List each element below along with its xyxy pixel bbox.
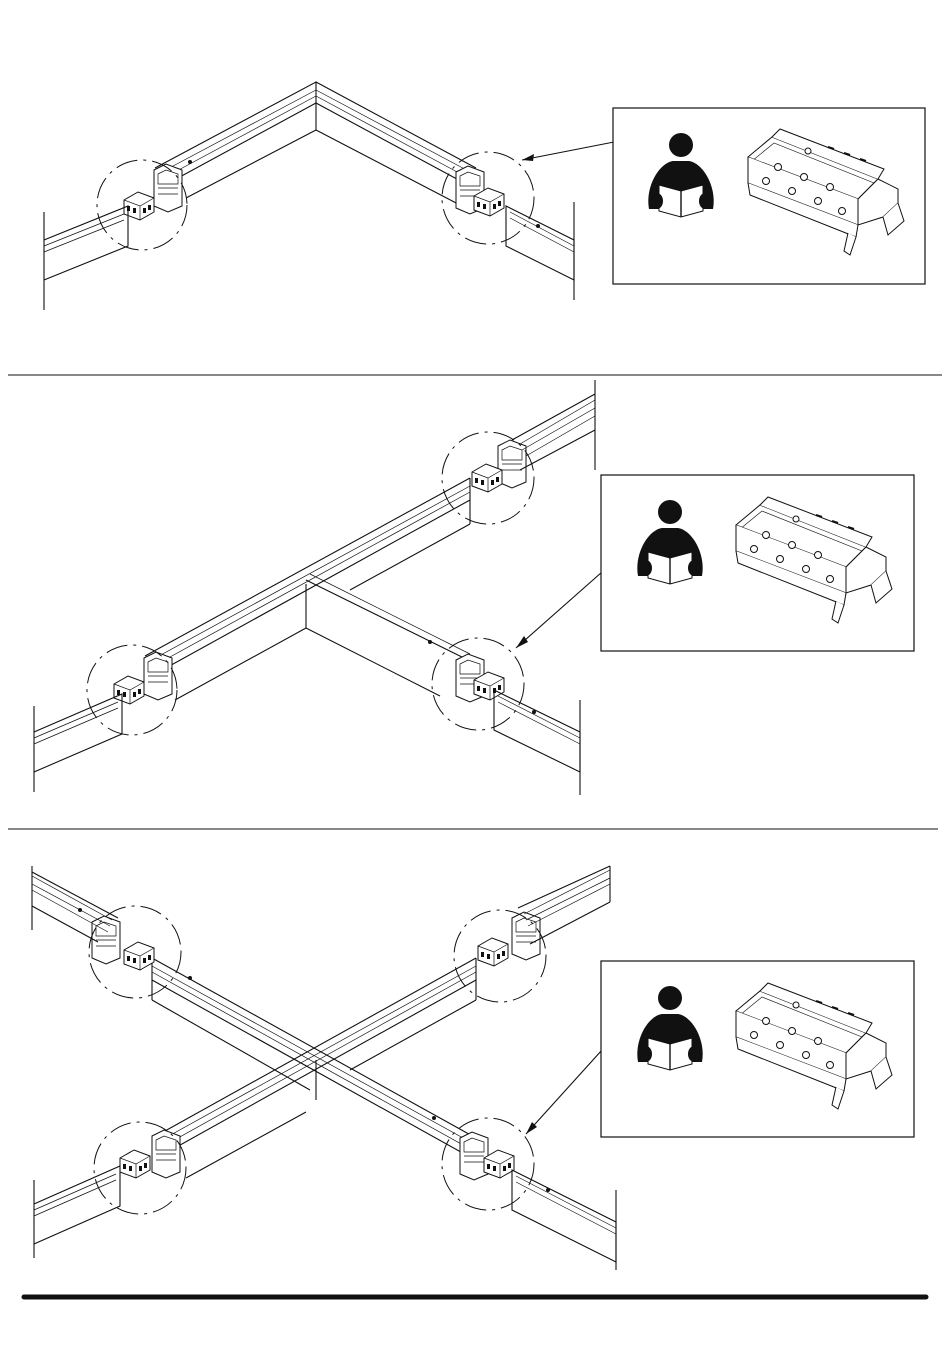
end-cap-upper-right [512,912,540,960]
connector-piece-upper-left [124,942,154,970]
panel-cross-joint [32,866,914,1270]
end-cap-upper-left [92,916,120,964]
end-cap-lower-right [460,1132,488,1180]
end-cap-left [154,164,182,212]
panel-t-joint [34,380,914,795]
end-cap-lower-left [144,652,172,700]
panel-corner-joint [44,82,925,310]
connector-piece-lower-left [114,676,144,704]
end-cap-lower-left [152,1130,180,1178]
connector-piece-upper-right [472,464,502,492]
connector-piece-upper-right [478,938,508,966]
connector-piece-lower-left [120,1150,150,1178]
